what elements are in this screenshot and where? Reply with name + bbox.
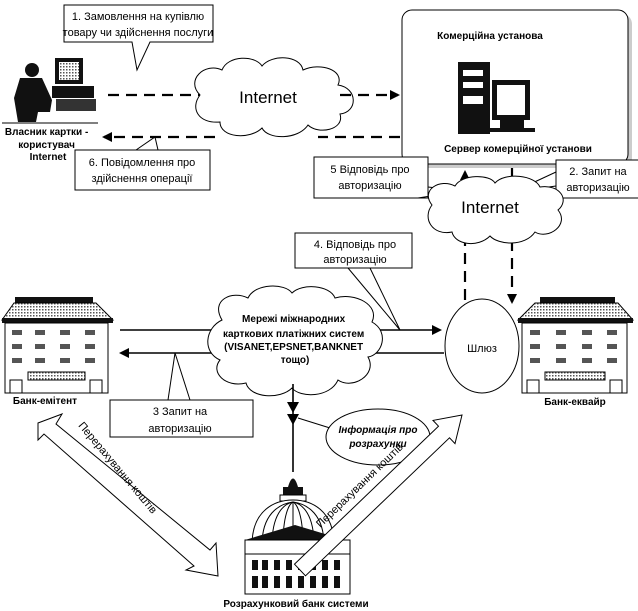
server-computer-icon: [458, 62, 535, 134]
card-networks-cloud: Мережі міжнародних карткових платіжних с…: [207, 285, 383, 397]
settlement-bank-label: Розрахунковий банк системи: [223, 598, 368, 610]
svg-text:Комерційна установа: Комерційна установа: [437, 31, 543, 42]
cardholder-icon: [2, 58, 98, 124]
gateway-node: Шлюз: [444, 298, 520, 394]
svg-text:Internet: Internet: [239, 88, 297, 107]
issuer-bank-label: Банк-емітент: [13, 396, 77, 407]
svg-text:Сервер комерційної установи: Сервер комерційної установи: [444, 144, 592, 155]
settlement-arrowhead-2: [287, 414, 299, 425]
cardholder-label: Власник картки - користувач Internet: [5, 127, 91, 163]
svg-text:Шлюз: Шлюз: [467, 343, 497, 355]
acquirer-bank-label: Банк-еквайр: [544, 397, 606, 408]
merchant-box: Комерційна установа Сервер комерційної у…: [401, 9, 632, 168]
svg-text:Мережі міжнародних картк: Мережі міжнародних карткових платіжних с…: [223, 314, 367, 366]
transfer-arrow-left: Перерахування коштів: [37, 413, 219, 577]
settlement-arrowhead-1: [287, 402, 299, 413]
issuer-bank-icon: [1, 297, 115, 394]
svg-text:Internet: Internet: [461, 198, 519, 217]
acquirer-bank-icon: [516, 297, 635, 394]
internet-cloud-top: Internet: [194, 57, 354, 138]
internet-cloud-right: Internet: [427, 175, 564, 244]
